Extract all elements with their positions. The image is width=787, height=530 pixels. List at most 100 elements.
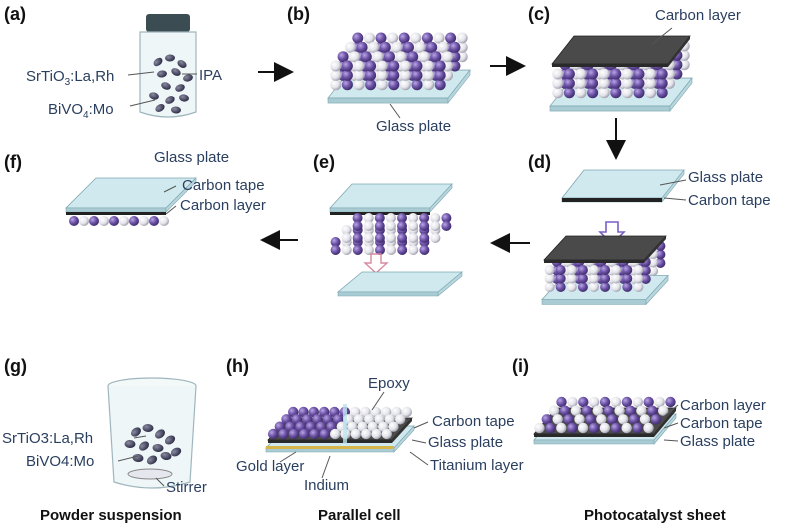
cell-h-particle <box>319 428 330 440</box>
powder-particle <box>175 84 185 92</box>
sheet-i-layer-particle <box>614 405 625 416</box>
stack-e-layer-particle <box>374 213 385 223</box>
sheet-i-layer-particle <box>628 414 640 425</box>
label-glass-plate-d: Glass plate <box>688 169 763 186</box>
stack-d-layer-particle <box>640 274 651 284</box>
sheet-i-layer-particle <box>541 414 552 425</box>
stack-e-layer-particle <box>330 237 341 247</box>
label-glass-plate-h: Glass plate <box>428 434 503 451</box>
sheet-i-layer-particle <box>618 414 629 425</box>
cell-h-particle <box>395 414 406 425</box>
stack-e-layer-particle <box>408 213 419 223</box>
stack-b-layer-particle <box>341 79 353 91</box>
sheet-f-particle <box>99 216 109 226</box>
sheet-i-layer-particle <box>650 414 662 425</box>
bottle-cap <box>146 14 190 32</box>
stack-e-layer-particle <box>430 233 441 243</box>
stack-b-layer-particle <box>411 69 423 81</box>
label-carbon-layer-i: Carbon layer <box>680 397 766 414</box>
sheet-i-layer-particle <box>610 396 622 408</box>
sheet-i-layer-particle <box>552 414 563 425</box>
label-glass-plate-b: Glass plate <box>376 118 451 135</box>
stack-b-layer-particle <box>376 60 388 72</box>
powder-particle <box>177 59 187 69</box>
gold-titanium-layer-h <box>266 446 394 449</box>
stack-b-layer-particle <box>376 69 388 81</box>
stack-c-layer-particle <box>587 87 599 99</box>
cell-h-particle <box>299 428 310 440</box>
glass-e-top-front <box>329 207 431 213</box>
glass-f-front <box>65 207 167 213</box>
stack-c-layer-particle <box>645 77 657 89</box>
stack-b-layer-particle <box>399 60 411 72</box>
panel-f-transferred-sheet <box>65 177 197 226</box>
stack-b-layer-particle <box>423 60 435 72</box>
stack-b-layer-particle <box>391 41 403 53</box>
stack-d-layer-particle <box>600 273 611 284</box>
stack-c-layer-particle <box>656 68 668 80</box>
stack-d-layer-particle <box>544 273 555 284</box>
stack-b-layer-particle <box>330 69 342 81</box>
stack-b-layer-particle <box>353 79 365 91</box>
stack-b-layer-particle <box>360 51 372 63</box>
stack-e-layer-particle <box>352 233 363 243</box>
stack-b-layer-particle <box>356 41 368 53</box>
stack-c-layer-particle <box>633 87 645 99</box>
leader-bivo4-a <box>129 99 156 107</box>
sheet-i-layer-particle <box>599 396 611 408</box>
stack-b-glass-side <box>447 69 471 104</box>
sheet-i-layer-particle <box>534 422 545 434</box>
stack-c-layer-particle <box>552 77 564 89</box>
panel-label-g: (g) <box>4 356 27 376</box>
stack-d-layer-particle <box>555 273 566 284</box>
panel-label-a: (a) <box>4 4 26 24</box>
cell-h-particle <box>268 428 279 440</box>
powder-particle <box>149 92 159 100</box>
stack-b-layer-particle <box>387 32 399 44</box>
panel-label-i: (i) <box>512 356 529 376</box>
carbon-tape-h-side <box>392 418 412 443</box>
stack-e-layer-particle <box>397 245 408 255</box>
stack-e-layer-particle <box>374 221 385 231</box>
panel-g-beaker <box>107 377 197 489</box>
leader-srtio3-a <box>127 71 155 76</box>
stack-e-layer-particle <box>419 245 430 255</box>
leader-glass-d <box>659 179 687 186</box>
stack-c-layer-particle <box>563 77 575 89</box>
stack-c-layer-particle <box>587 68 599 80</box>
bottle-particles <box>149 54 193 114</box>
stack-c-layer-particle <box>656 87 668 99</box>
sheet-i-layer-particle <box>581 405 592 416</box>
stack-e-layer-particle <box>397 221 407 231</box>
stack-d-layer-particle <box>544 265 555 275</box>
leader-bivo4-g <box>117 455 139 462</box>
label-carbon-tape-i: Carbon tape <box>680 415 763 432</box>
stack-e-layer-particle <box>375 245 385 255</box>
sheet-i-layer-particle <box>621 422 632 434</box>
stack-e-layer-particle <box>430 221 441 231</box>
sheet-i-layer-particle <box>556 396 567 408</box>
sheet-i-layer-particle <box>607 414 618 425</box>
leader-carbon-i <box>661 404 679 419</box>
stack-d-layer-particle <box>566 265 577 275</box>
stack-e-layer-particle <box>385 213 396 223</box>
pink-down-arrow-e <box>363 253 389 274</box>
stack-d-layer-particle <box>640 265 651 276</box>
sheet-f-particle <box>159 216 169 226</box>
carbon-tape-d <box>562 198 662 202</box>
glass-i-side <box>653 413 677 445</box>
sheet-i-layer-particle <box>588 422 600 434</box>
sheet-i-layer-particle <box>643 396 654 408</box>
sheet-i-layer-particle <box>592 405 603 416</box>
stack-b-layer-particle <box>433 32 445 44</box>
suspension-particle <box>132 453 144 463</box>
sheet-i-layer-particle <box>625 405 636 416</box>
stack-e-layer-particle <box>441 213 452 223</box>
panel-label-h: (h) <box>226 356 249 376</box>
stack-d-layer-particle <box>633 265 644 275</box>
label-carbon-tape-h: Carbon tape <box>432 413 515 430</box>
caption-parallel-cell: Parallel cell <box>318 507 401 524</box>
stack-b-layer-particle <box>426 41 438 53</box>
stack-b-layer-particle <box>403 41 414 53</box>
suspension-particle <box>170 447 182 457</box>
